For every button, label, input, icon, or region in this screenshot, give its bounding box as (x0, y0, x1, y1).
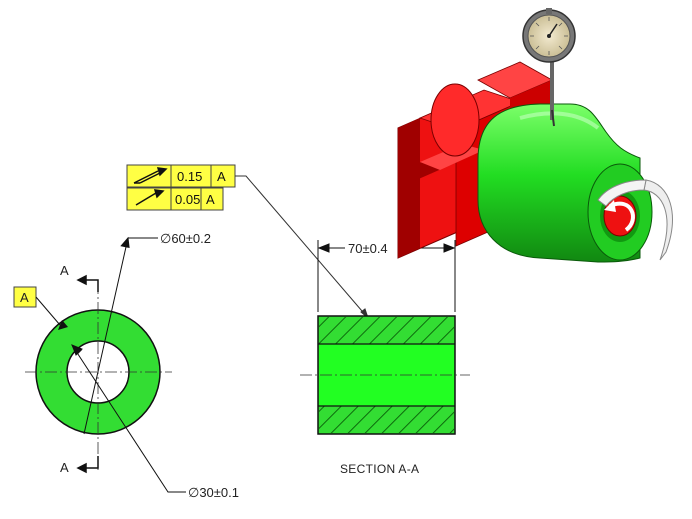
bore-arrow-head (72, 346, 82, 354)
dial-indicator-icon (522, 8, 576, 127)
rotation-arrow-icon (609, 201, 635, 232)
fcf-tolerance-2: 0.05 (175, 192, 200, 207)
datum-feature-tag: A (13, 286, 68, 330)
datum-label: A (20, 290, 29, 305)
total-runout-icon (133, 167, 168, 184)
inner-diameter-label: ∅30±0.1 (188, 485, 239, 500)
section-arrow-label-top: A (60, 263, 69, 278)
outer-diameter-label: ∅60±0.2 (160, 231, 211, 246)
fcf-row-total-runout: 0.15 A (126, 164, 236, 188)
fcf-datum-1: A (217, 169, 226, 184)
circular-runout-icon (135, 189, 165, 206)
fcf-datum-2: A (206, 192, 215, 207)
fixture-shaft (430, 83, 480, 157)
section-cut-line (76, 274, 99, 474)
section-caption: SECTION A-A (340, 462, 419, 476)
section-view: 70±0.4 SECTION A-A (300, 240, 470, 476)
rotation-band (597, 179, 673, 261)
length-dimension (317, 240, 456, 312)
centerlines (25, 282, 172, 470)
fcf-tolerance-1: 0.15 (177, 169, 202, 184)
inspection-setup-3d (397, 8, 673, 263)
end-view: A A A ∅60±0.2 ∅30±0.1 (13, 231, 239, 500)
feature-control-frame: 0.15 A 0.05 A (126, 164, 236, 211)
fcf-row-circular-runout: 0.05 A (126, 187, 224, 211)
section-hatch-bottom (319, 406, 454, 433)
outer-diameter-leader (83, 236, 158, 435)
section-arrow-label-bottom: A (60, 460, 69, 475)
section-hatch-top (319, 317, 454, 344)
length-label: 70±0.4 (348, 241, 388, 256)
